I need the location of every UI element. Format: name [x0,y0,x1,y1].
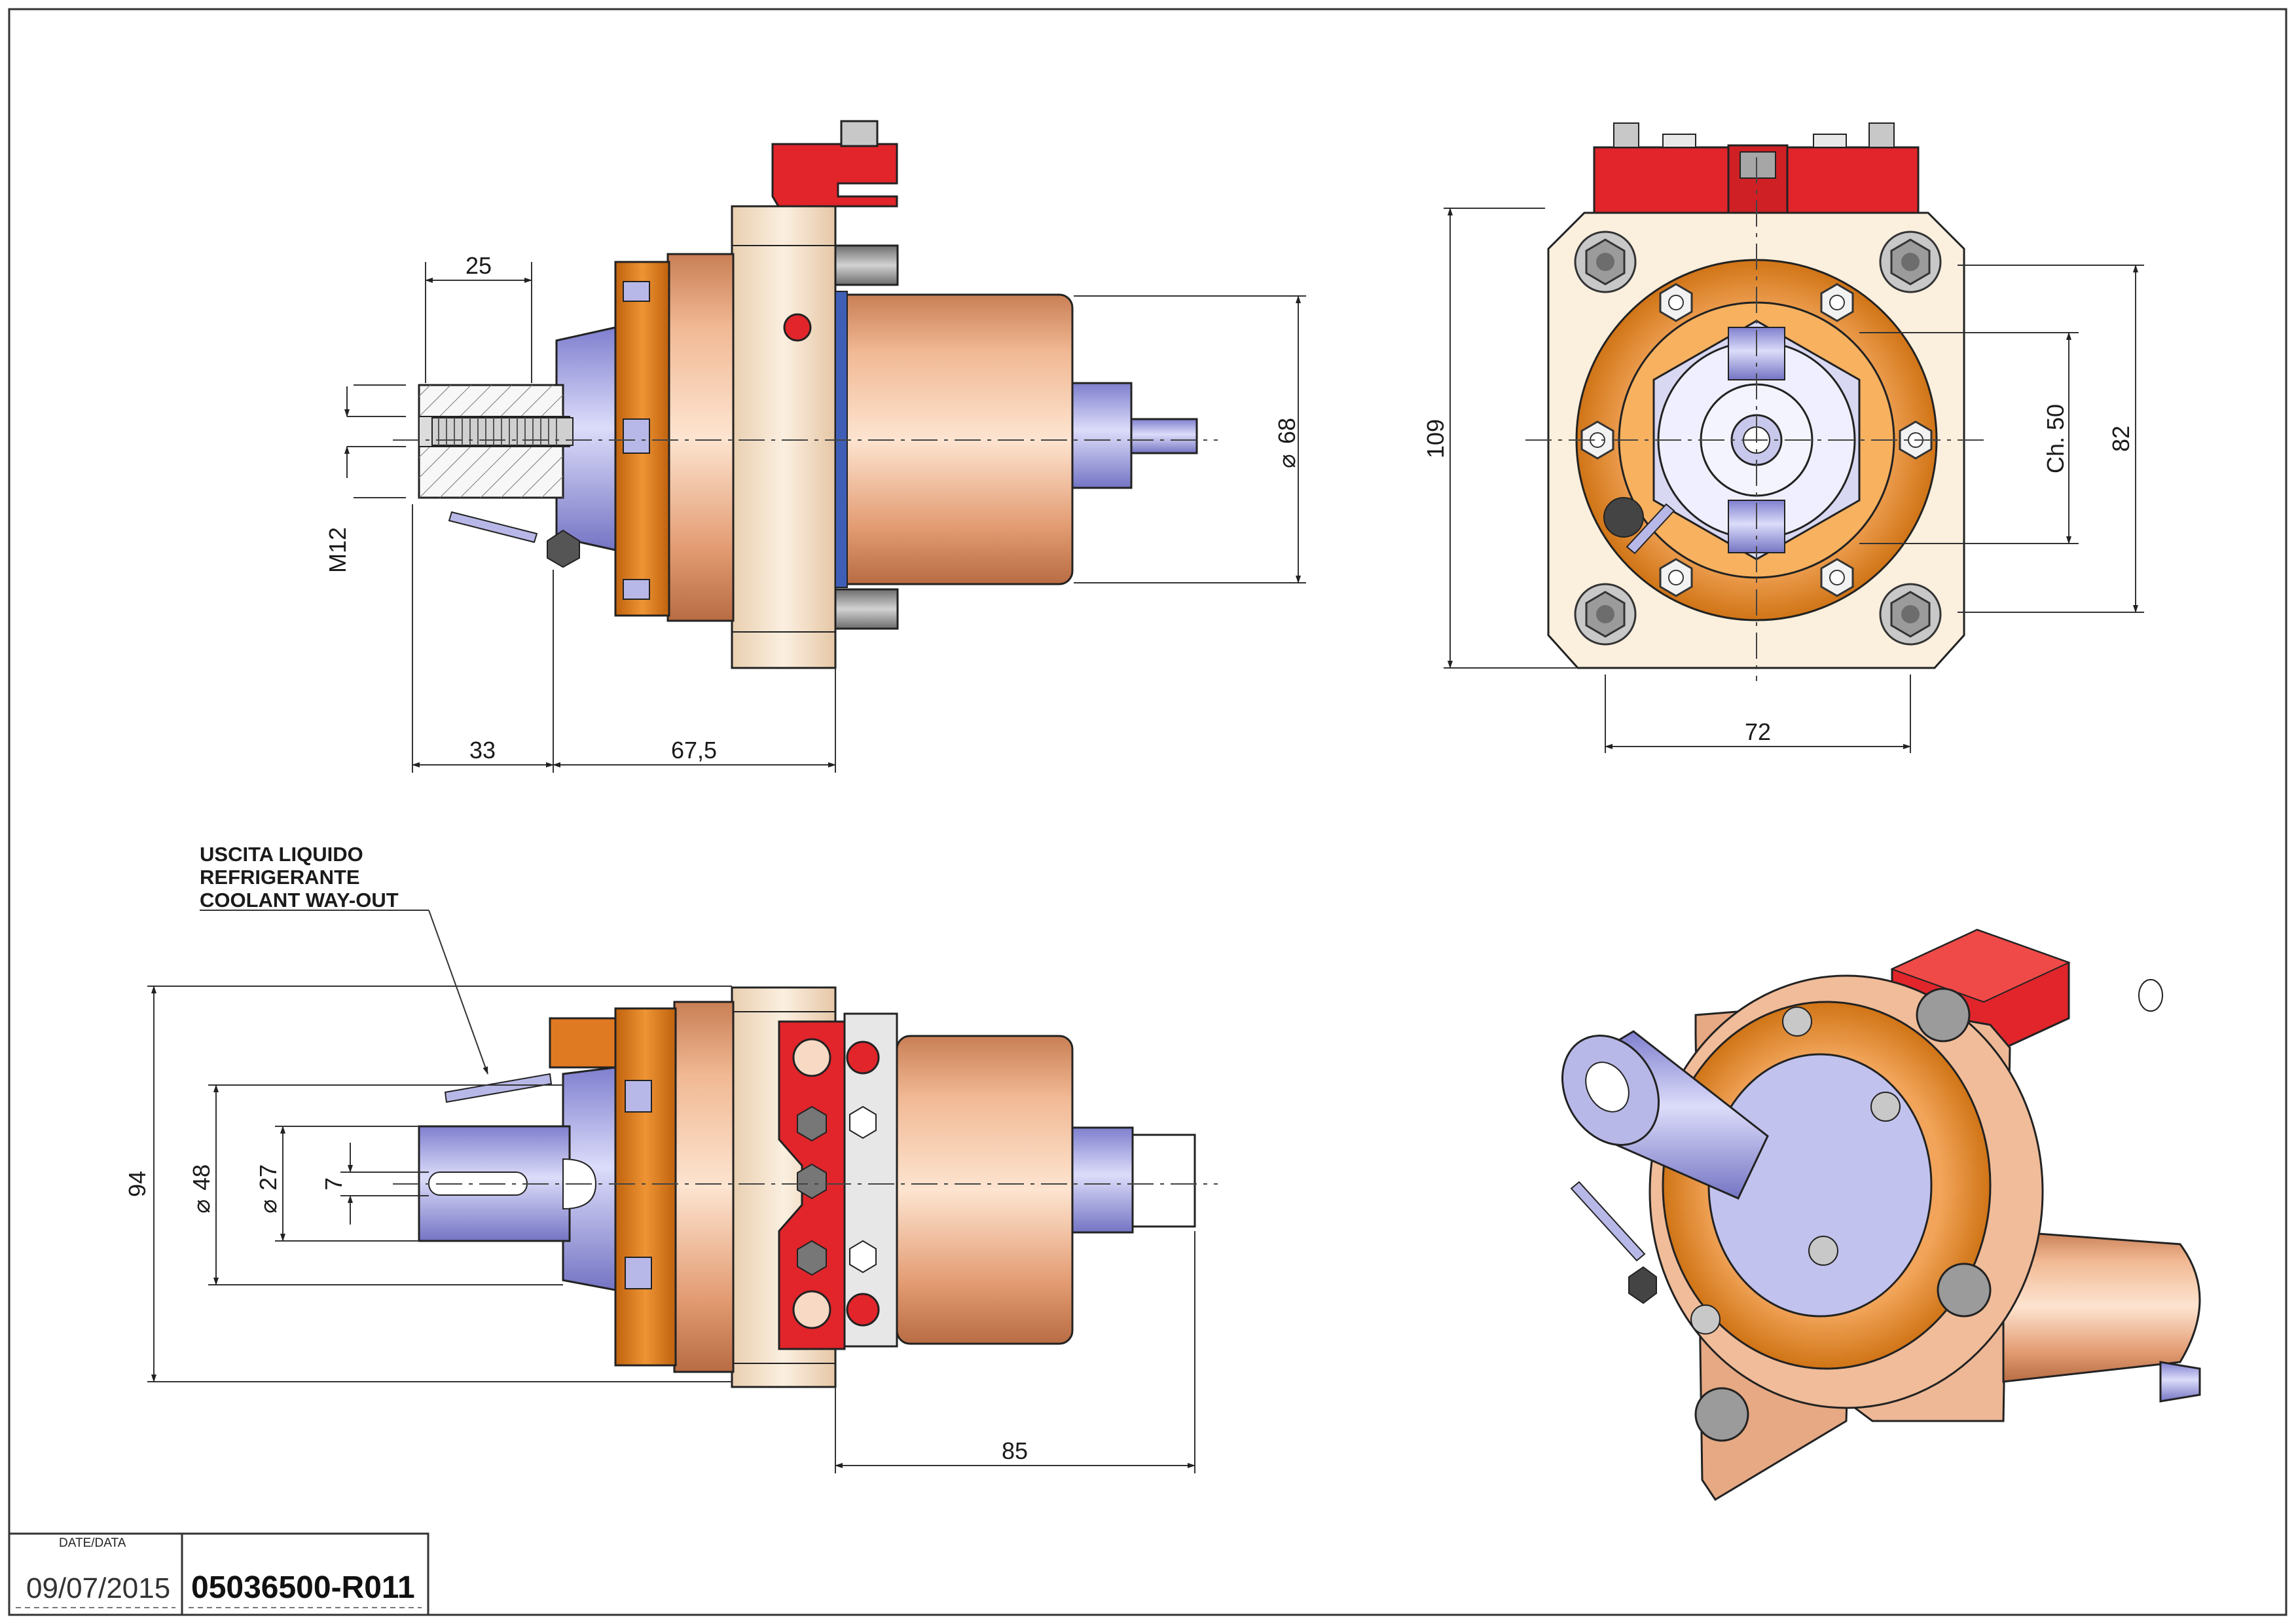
drawing-code: 05036500-R011 [191,1570,415,1605]
sheet-border [8,8,2287,1616]
dim-dia-68: 68 [1273,418,1300,444]
dim-109: 109 [1422,419,1449,458]
hex-socket-bolt-icon [1690,987,1992,1442]
dim-7: 7 [320,1177,347,1190]
dim-94: 94 [124,1171,151,1197]
dim-dia-27: 27 [255,1164,282,1190]
dia-symbol-48: ⌀ [188,1199,215,1213]
side-view: 25 M12 33 67,5 ⌀ 68 [324,120,1306,773]
top-view: 94 ⌀ 48 ⌀ 27 7 85 USCITA LIQUIDO REFRIGE… [124,843,1218,1473]
dim-33: 33 [469,737,496,764]
isometric-view [1561,929,2201,1502]
coolant-note-line3: COOLANT WAY-OUT [200,889,399,912]
dim-82: 82 [2107,426,2134,452]
dia-symbol-27: ⌀ [255,1199,282,1213]
dim-dia-48: 48 [188,1164,215,1190]
coolant-nozzle-icon [448,511,580,568]
m12-thread [431,417,574,446]
dim-85: 85 [1002,1437,1028,1464]
drawing-date: 09/07/2015 [26,1572,170,1604]
date-label: DATE/DATA [59,1536,126,1550]
dim-ch50: Ch. 50 [2042,404,2069,473]
dim-25: 25 [465,252,492,279]
coolant-port [783,313,812,342]
cream-flange [731,205,837,669]
dim-m12: M12 [324,527,351,573]
output-shaft [1071,382,1133,489]
coolant-note-line2: REFRIGERANTE [200,866,360,889]
dim-72: 72 [1745,718,1771,745]
dim-67-5: 67,5 [671,737,717,764]
hex-socket-bolt-icon [792,1038,880,1329]
title-block: DATE/DATA 09/07/2015 05036500-R011 [8,1532,429,1616]
coolant-note-line1: USCITA LIQUIDO [200,843,363,866]
coolant-nozzle-front [1603,497,1675,555]
front-view: 109 Ch. 50 82 72 [1422,122,2144,753]
dia-symbol: ⌀ [1273,454,1300,468]
